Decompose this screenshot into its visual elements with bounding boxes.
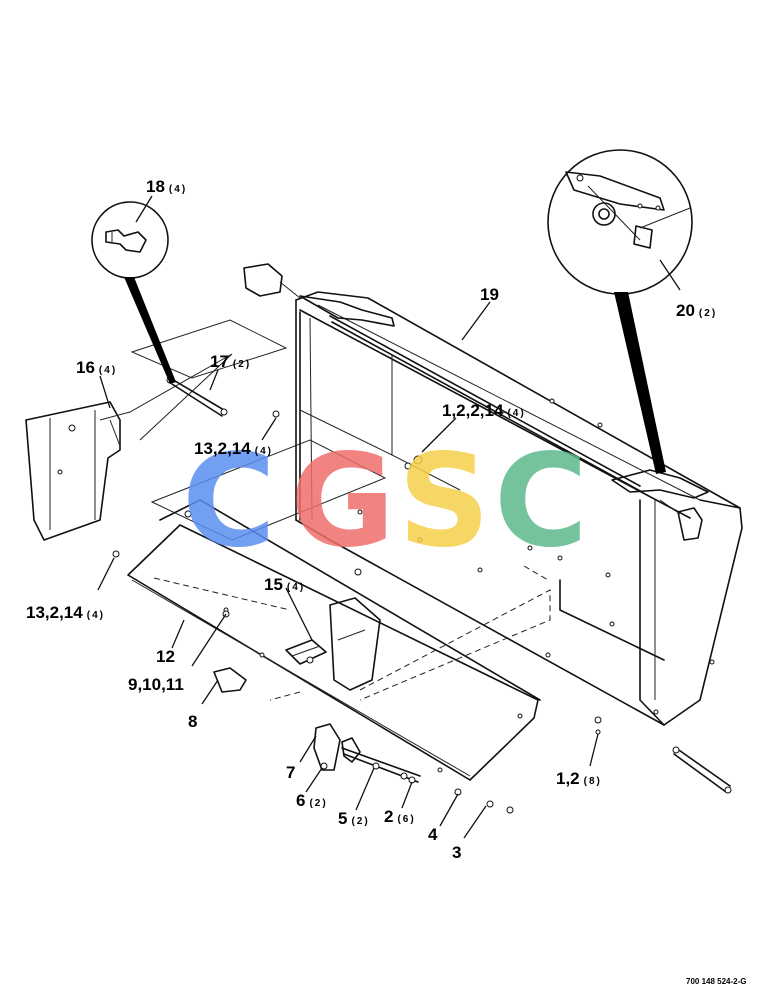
callout-13-2-14-upper: 13,2,14(4) — [194, 439, 273, 458]
callout-17: 17(2) — [210, 352, 251, 371]
hardware — [112, 410, 602, 814]
left-bracket — [25, 401, 121, 541]
plate-outline-mid — [99, 353, 233, 441]
lower-shield — [127, 499, 551, 783]
callout-19: 19 — [480, 285, 499, 304]
callout-7: 7 — [286, 763, 295, 782]
strut-upper — [166, 376, 228, 417]
callout-1-2: 1,2(8) — [556, 769, 602, 788]
strut-lower-right — [672, 746, 732, 794]
hood-panel — [243, 263, 743, 726]
callout-15: 15(4) — [264, 575, 305, 594]
callout-12: 12 — [156, 647, 175, 666]
callouts: 18(4) 17(2) 16(4) 19 20(2) 1,2,2,14(4) 1… — [26, 177, 717, 862]
callout-3: 3 — [452, 843, 461, 862]
watermark-letter-3: S — [398, 427, 490, 576]
detail-circle-18 — [91, 201, 176, 384]
plate-outline-top — [130, 319, 288, 379]
callout-6: 6(2) — [296, 791, 328, 810]
callout-16: 16(4) — [76, 358, 117, 377]
callout-18: 18(4) — [146, 177, 187, 196]
callout-9-10-11: 9,10,11 — [128, 675, 184, 694]
plate-outline-center — [150, 439, 387, 541]
callout-13-2-14-lower: 13,2,14(4) — [26, 603, 105, 622]
callout-1-2-2-14: 1,2,2,14(4) — [442, 401, 526, 420]
watermark-letter-1: C — [182, 427, 276, 576]
detail-pointer-left — [124, 277, 176, 384]
callout-5: 5(2) — [338, 809, 370, 828]
leader-lines — [97, 195, 681, 839]
detail-circle-20 — [547, 149, 693, 474]
watermark-letter-4: C — [494, 427, 588, 576]
document-number: 700 148 524-2-G — [686, 977, 747, 986]
detail-pointer-right — [614, 292, 666, 474]
callout-4: 4 — [428, 825, 438, 844]
callout-20: 20(2) — [676, 301, 717, 320]
callout-2: 2(6) — [384, 807, 416, 826]
watermark: C G S C — [182, 427, 588, 576]
callout-8: 8 — [188, 712, 197, 731]
watermark-letter-2: G — [290, 427, 395, 576]
